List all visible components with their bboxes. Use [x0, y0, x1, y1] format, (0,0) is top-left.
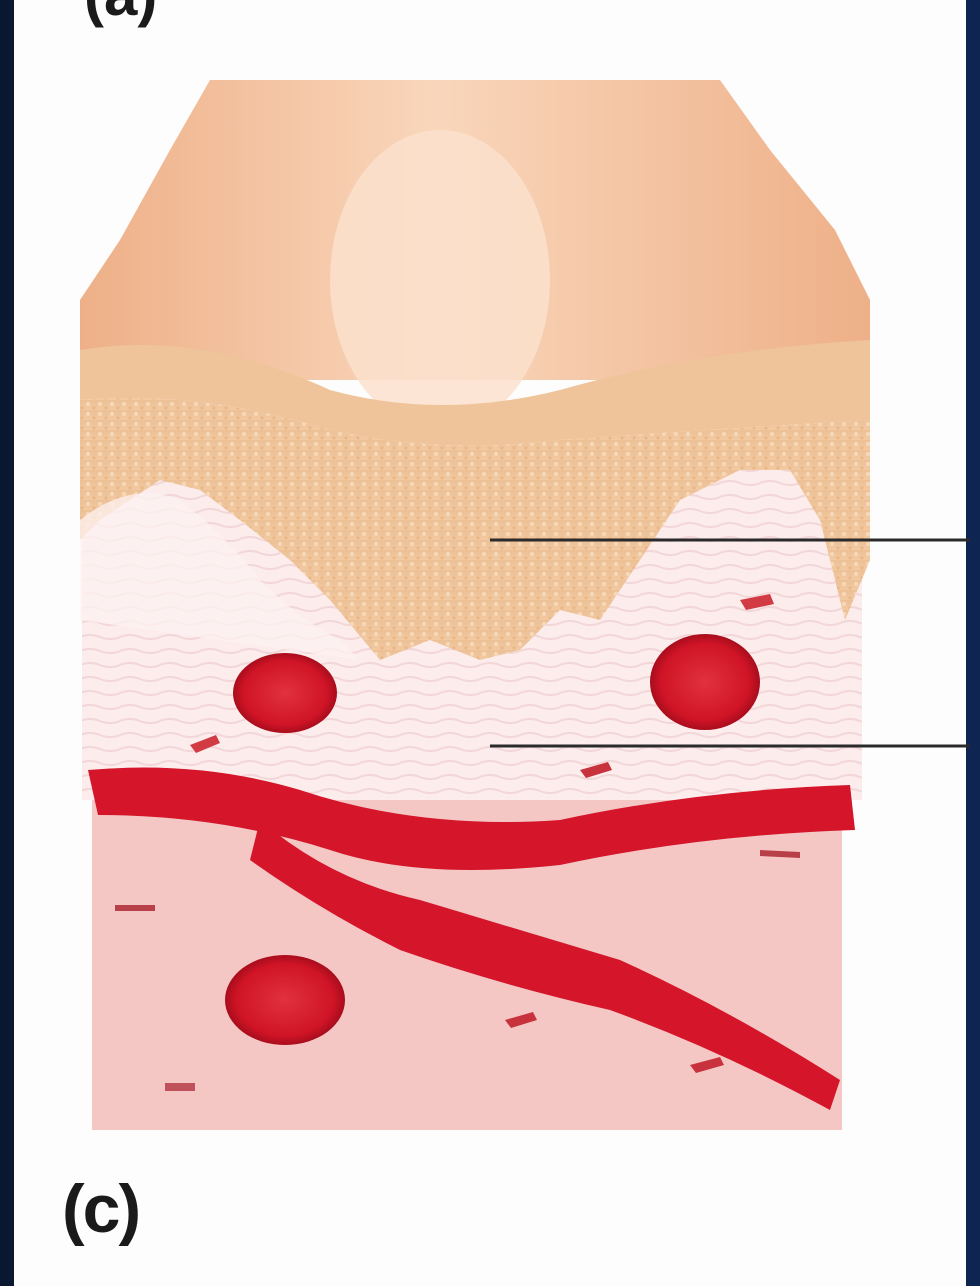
- fibroblast: [165, 1083, 195, 1091]
- fibroblast: [115, 905, 155, 911]
- blood-vessel-cross-section: [233, 653, 337, 733]
- blood-vessel-cross-section: [225, 955, 345, 1045]
- panel-label: (c): [62, 1170, 139, 1248]
- blood-vessel-cross-section: [650, 634, 760, 730]
- epidermis-highlight: [330, 130, 550, 430]
